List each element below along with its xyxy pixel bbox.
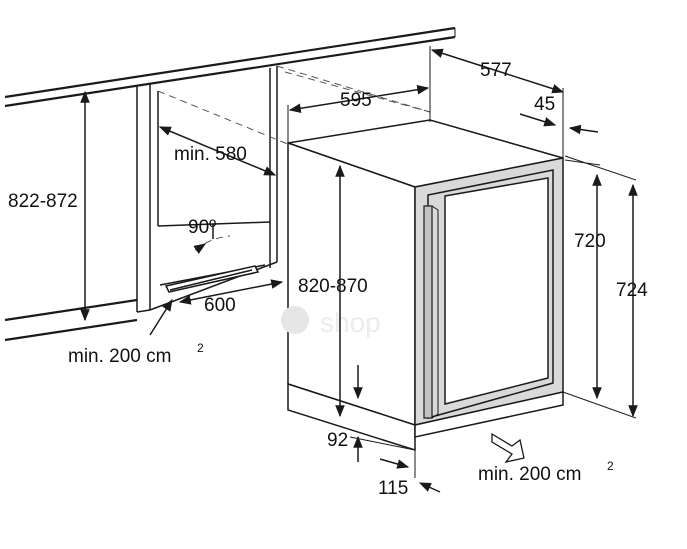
- label-vent-right-sup: 2: [607, 459, 614, 473]
- label-92: 92: [327, 430, 348, 451]
- vent-grille-left: [164, 265, 260, 293]
- label-577: 577: [480, 60, 512, 81]
- label-vent-right: min. 200 cm: [478, 464, 581, 485]
- label-820-870: 820-870: [298, 276, 368, 297]
- label-45: 45: [534, 94, 555, 115]
- label-595: 595: [340, 90, 372, 111]
- label-720: 720: [574, 231, 606, 252]
- label-724: 724: [616, 280, 648, 301]
- label-vent-left: min. 200 cm: [68, 346, 171, 367]
- watermark: shop: [281, 306, 381, 338]
- label-vent-left-sup: 2: [197, 341, 204, 355]
- label-min-580: min. 580: [174, 144, 247, 165]
- label-115: 115: [378, 478, 408, 499]
- dimension-lines: [80, 46, 638, 493]
- door-swing-indicator: [193, 224, 231, 254]
- appliance-body: [287, 119, 564, 452]
- label-600: 600: [204, 295, 236, 316]
- svg-text:shop: shop: [320, 307, 381, 338]
- label-90-degrees: 90º: [188, 217, 216, 238]
- label-822-872: 822-872: [8, 191, 78, 212]
- worktop: [4, 26, 456, 108]
